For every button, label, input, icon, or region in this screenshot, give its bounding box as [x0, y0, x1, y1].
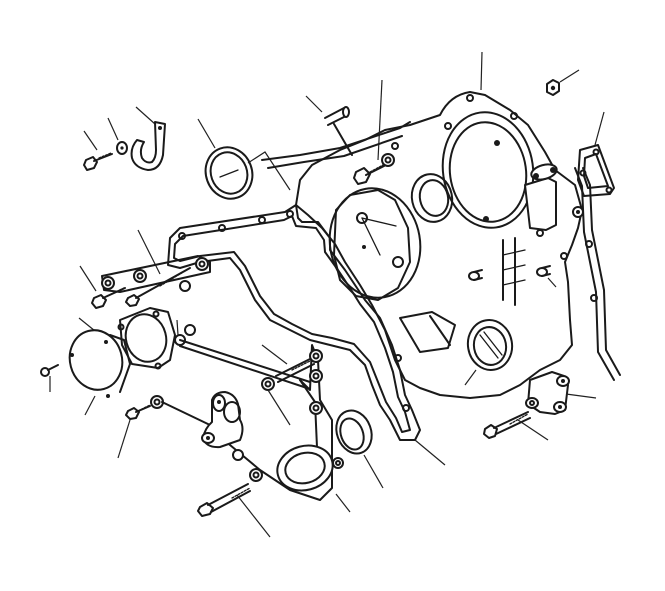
- inspection-gasket: [117, 307, 196, 370]
- gasket-main: [167, 204, 446, 466]
- small-screw-left: [40, 364, 59, 392]
- bolt-upper-center: [353, 79, 395, 185]
- timing-cover-front: [161, 344, 351, 513]
- inspection-cover: [68, 317, 131, 416]
- bolt-top-left: [83, 130, 113, 171]
- bolt-bottom-right: [483, 411, 549, 441]
- cover-strap: [261, 121, 411, 169]
- stud-top: [305, 95, 353, 156]
- long-bolt-bottom: [197, 483, 271, 538]
- bolt-lower-left: [117, 395, 164, 459]
- timing-cover-rear: [295, 51, 584, 399]
- bolt-left: [79, 265, 126, 309]
- washer-top-left: [107, 117, 128, 155]
- gasket-right-edge: [574, 167, 621, 381]
- mount-bracket-right: [525, 371, 597, 415]
- bolt-left-2: [101, 229, 211, 307]
- dowel-pin-right: [536, 265, 557, 288]
- nut-top-right: [546, 69, 580, 96]
- bracket-arm: [101, 255, 211, 293]
- dowel-pin-left: [468, 269, 483, 281]
- stud-center: [261, 344, 315, 426]
- cover-edge-line: [179, 339, 311, 390]
- lifting-bracket: [130, 106, 166, 171]
- small-gasket-right: [577, 111, 615, 197]
- oil-seal-small: [332, 409, 384, 489]
- oil-seal-top: [197, 118, 291, 200]
- tensioner-bracket: [201, 391, 244, 449]
